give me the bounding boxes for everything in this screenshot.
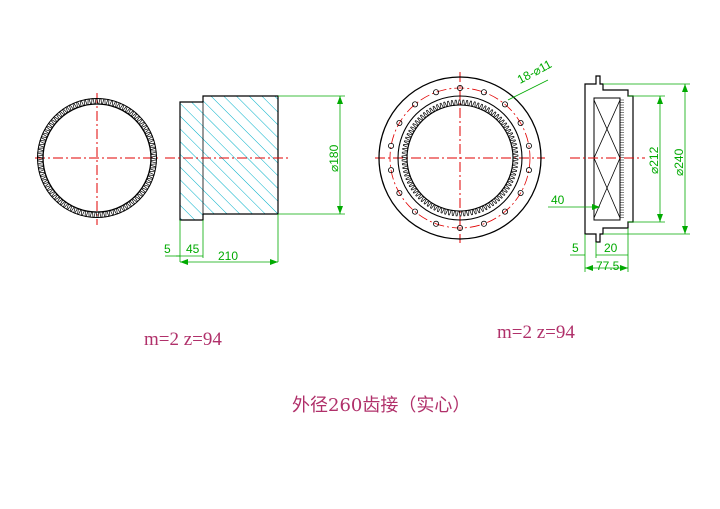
bolt-hole bbox=[433, 89, 440, 96]
right-dim-offset-label: 5 bbox=[572, 241, 579, 255]
right-dim-depth-label: 40 bbox=[551, 193, 565, 207]
right-dim-horizontal: 5 20 77.5 bbox=[570, 228, 629, 273]
right-ring-teeth bbox=[401, 99, 519, 217]
left-dim-diameter: ⌀180 bbox=[278, 95, 345, 215]
bolt-hole bbox=[396, 189, 403, 196]
bolt-hole bbox=[396, 120, 403, 127]
bolt-hole bbox=[525, 167, 532, 174]
bolt-hole bbox=[388, 142, 395, 149]
bolt-hole bbox=[517, 189, 524, 196]
left-dim-horizontal: 5 45 210 bbox=[164, 214, 279, 265]
right-ring-inner-circle bbox=[397, 95, 523, 221]
drawing-caption: 外径260齿接（实心） bbox=[292, 395, 470, 416]
right-side-inner-rect bbox=[593, 97, 621, 221]
right-gear-spec-note: m=2 z=94 bbox=[497, 322, 575, 343]
right-ring-bolt-holes bbox=[388, 85, 532, 231]
right-dim-outer-diameter-label: ⌀240 bbox=[672, 148, 686, 176]
right-flange-ring-view: 18-⌀11 bbox=[375, 57, 554, 243]
left-dim-step-label: 45 bbox=[186, 242, 200, 256]
right-hole-callout: 18-⌀11 bbox=[507, 57, 555, 101]
bolt-hole bbox=[517, 120, 524, 127]
gear-tooth-profile bbox=[37, 98, 157, 218]
bolt-hole bbox=[456, 85, 463, 92]
left-dim-length-label: 210 bbox=[218, 249, 238, 263]
right-side-section-view: ⌀212 ⌀240 40 5 20 77.5 bbox=[548, 75, 690, 273]
bolt-hole bbox=[480, 220, 487, 227]
right-hole-spec-label: 18-⌀11 bbox=[515, 57, 555, 87]
bolt-hole bbox=[411, 101, 418, 108]
bolt-hole bbox=[525, 142, 532, 149]
right-dim-inner-diameter-label: ⌀212 bbox=[647, 146, 661, 174]
left-gear-teeth bbox=[37, 98, 157, 218]
left-section-view: ⌀180 5 45 210 bbox=[164, 95, 345, 265]
right-dim-diameters: ⌀212 ⌀240 bbox=[603, 83, 690, 235]
left-dim-offset-label: 5 bbox=[164, 242, 171, 256]
left-gear-ring-view bbox=[35, 93, 160, 225]
bolt-hole bbox=[480, 89, 487, 96]
right-ring-outer-circle bbox=[378, 76, 542, 240]
left-gear-spec-note: m=2 z=94 bbox=[144, 329, 222, 350]
right-dim-flange-label: 20 bbox=[604, 241, 618, 255]
right-side-outline bbox=[584, 75, 634, 243]
right-dim-depth: 40 bbox=[548, 193, 600, 210]
gear-tooth-profile bbox=[401, 99, 519, 217]
right-side-tooth-lines bbox=[620, 99, 624, 218]
bolt-hole bbox=[501, 101, 508, 108]
right-dim-total-width-label: 77.5 bbox=[596, 259, 620, 273]
left-dim-diameter-label: ⌀180 bbox=[327, 144, 341, 172]
bolt-hole bbox=[411, 208, 418, 215]
bolt-hole bbox=[501, 208, 508, 215]
bolt-hole bbox=[456, 224, 463, 231]
right-ring-bolt-circle bbox=[389, 87, 531, 229]
bolt-hole bbox=[388, 167, 395, 174]
bolt-hole bbox=[433, 220, 440, 227]
